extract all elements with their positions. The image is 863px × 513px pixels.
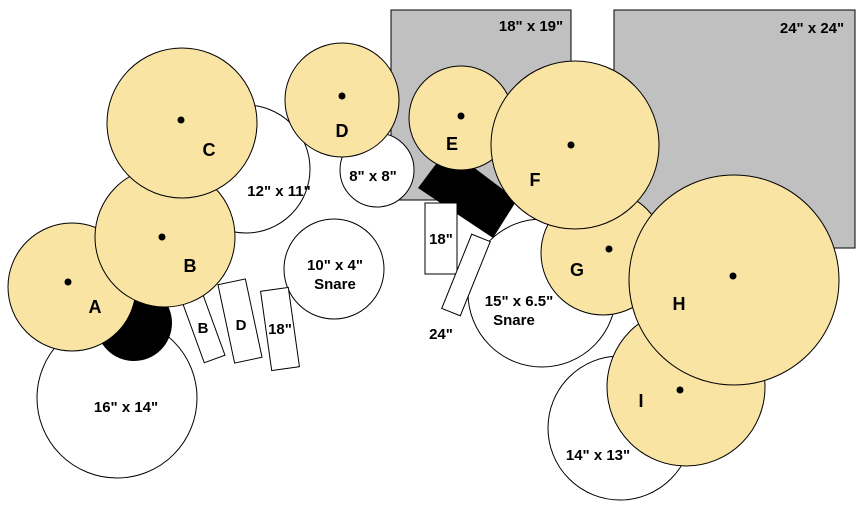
bass-drum-left-label: 16" x 14" bbox=[94, 399, 158, 416]
cymbal-g-label: G bbox=[570, 260, 584, 280]
pedal-d bbox=[217, 278, 263, 364]
cymbal-f bbox=[490, 60, 660, 230]
cymbal-h bbox=[628, 174, 840, 386]
cymbal-i-label: I bbox=[638, 391, 643, 411]
cymbal-e-center-dot bbox=[457, 112, 465, 120]
cymbal-g-center-dot bbox=[605, 245, 613, 253]
cymbal-b-label: B bbox=[184, 256, 197, 276]
snare-10x4-size-label: 10" x 4" bbox=[307, 257, 363, 274]
snare-15-size-label: 15" x 6.5" bbox=[485, 293, 553, 310]
cymbal-c-label: C bbox=[203, 140, 216, 160]
cymbal-a-label: A bbox=[89, 297, 102, 317]
pedal-18-right-label: 18" bbox=[429, 231, 453, 248]
cymbal-f-label: F bbox=[530, 170, 541, 190]
snare-10x4-name-label: Snare bbox=[314, 276, 356, 293]
pedal-b-label: B bbox=[198, 320, 209, 337]
cymbal-h-label: H bbox=[673, 294, 686, 314]
cymbal-h-center-dot bbox=[729, 272, 737, 280]
snare-15-name-label: Snare bbox=[493, 312, 535, 329]
pedal-18-left bbox=[260, 286, 300, 372]
cymbal-d-label: D bbox=[336, 121, 349, 141]
cymbal-c-center-dot bbox=[177, 116, 185, 124]
pedal-18-right bbox=[424, 202, 458, 275]
pedal-18-left-label: 18" bbox=[268, 321, 292, 338]
cymbal-d bbox=[284, 42, 400, 158]
amp-label-right: 24" x 24" bbox=[780, 20, 844, 37]
cymbal-d-center-dot bbox=[338, 92, 346, 100]
cymbal-f-center-dot bbox=[567, 141, 575, 149]
cymbal-i-center-dot bbox=[676, 386, 684, 394]
pedal-24 bbox=[441, 233, 491, 317]
amp-label-left: 18" x 19" bbox=[499, 18, 563, 35]
cymbal-a-center-dot bbox=[64, 278, 72, 286]
snare-10x4 bbox=[283, 218, 385, 320]
tom-8x8-label: 8" x 8" bbox=[349, 168, 397, 185]
cymbal-e-label: E bbox=[446, 134, 458, 154]
black-block-right bbox=[418, 148, 517, 238]
cymbal-b-center-dot bbox=[158, 233, 166, 241]
pedal-d-label: D bbox=[236, 317, 247, 334]
pedal-24-label: 24" bbox=[429, 326, 453, 343]
tom-12x11-label: 12" x 11" bbox=[247, 183, 310, 200]
floor-tom-14x13-label: 14" x 13" bbox=[566, 447, 630, 464]
